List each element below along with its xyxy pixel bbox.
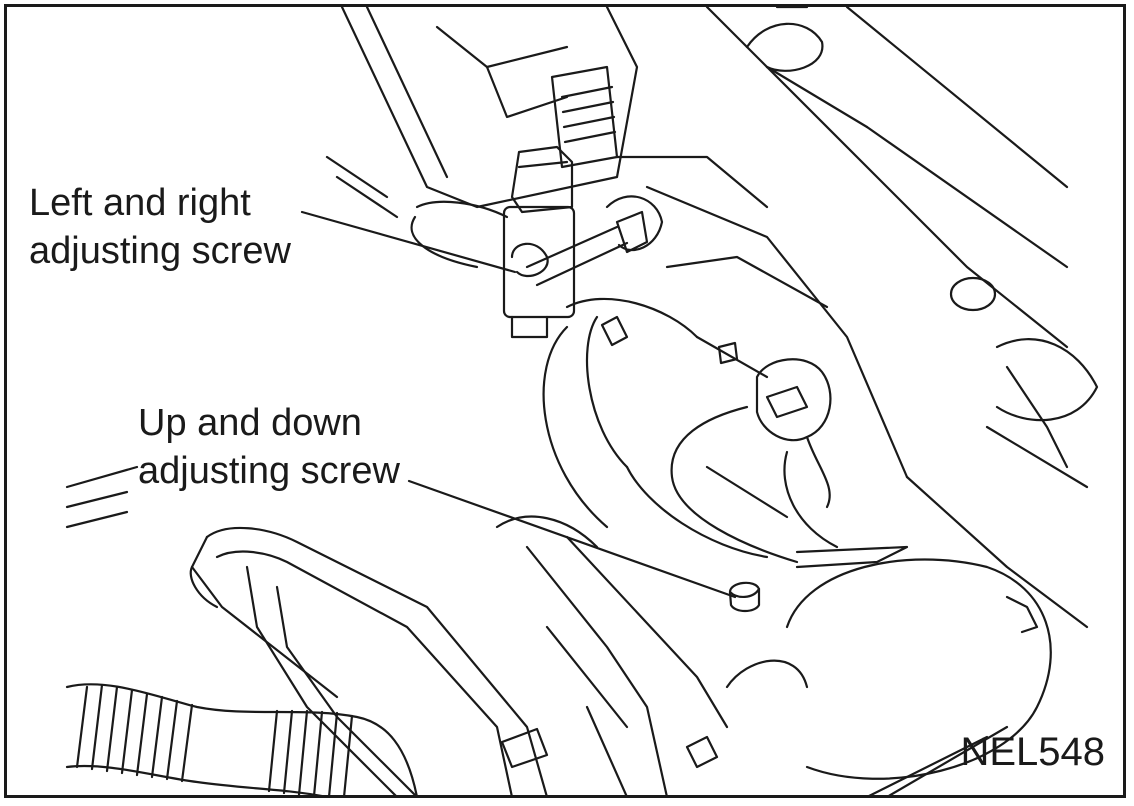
callout-up-down-adjusting-screw: Up and down adjusting screw xyxy=(138,399,400,495)
lower-lamp-housing xyxy=(685,558,1052,780)
leader-lines xyxy=(300,210,737,599)
headlamp-assembly-drawing xyxy=(65,7,1099,795)
callout-left-right-adjusting-screw: Left and right adjusting screw xyxy=(29,179,291,275)
right-side-panel xyxy=(705,7,1099,629)
upper-housing-bracket xyxy=(325,7,639,219)
lower-pipe-brackets xyxy=(189,515,729,795)
bulb-socket xyxy=(670,341,909,569)
up-down-screw-head xyxy=(728,581,761,613)
callout-left-right-line1: Left and right xyxy=(29,182,251,224)
left-right-screw-body xyxy=(410,145,664,339)
corrugated-hose xyxy=(65,683,418,795)
callout-up-down-line2: adjusting screw xyxy=(138,450,400,492)
background-structure xyxy=(65,465,1009,795)
figure-code: NEL548 xyxy=(960,730,1105,774)
callout-up-down-line1: Up and down xyxy=(138,402,362,444)
up-down-leader-line xyxy=(407,479,737,599)
left-right-leader-line xyxy=(300,210,517,274)
callout-left-right-line2: adjusting screw xyxy=(29,230,291,272)
headlamp-bowl xyxy=(542,155,909,559)
figure-frame: Left and right adjusting screw Up and do… xyxy=(4,4,1126,798)
